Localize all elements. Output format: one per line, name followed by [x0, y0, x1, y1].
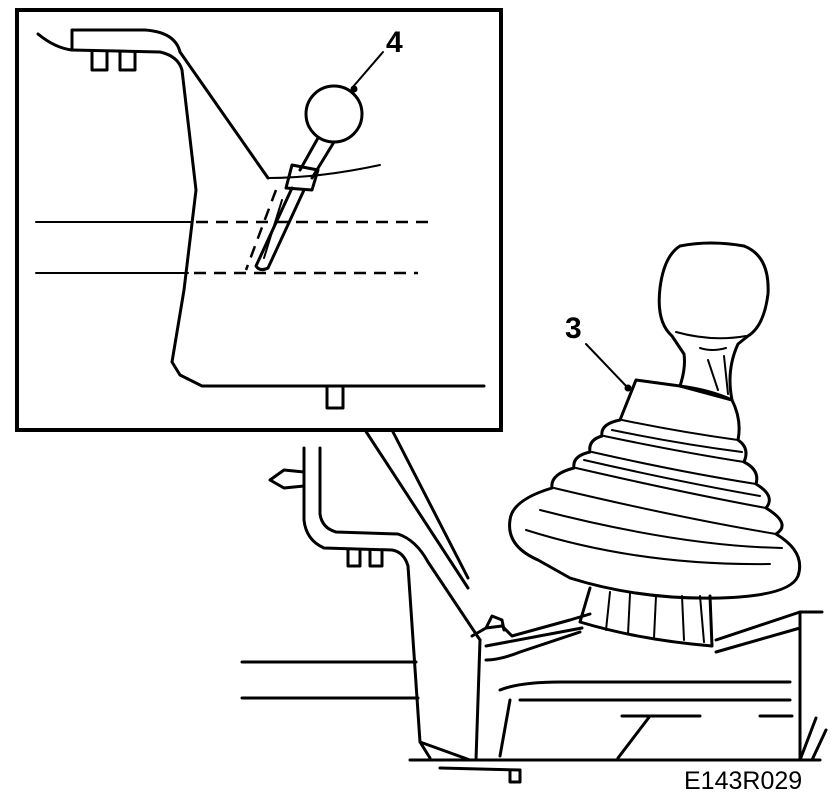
callout-4-leader — [351, 51, 384, 89]
boot-base-collar — [578, 586, 714, 648]
gear-lever-boot — [508, 378, 802, 600]
callout-4-label: 4 — [386, 26, 403, 59]
figure-code: E143R029 — [684, 767, 802, 795]
callout-4-dot — [350, 85, 358, 93]
gear-knob — [657, 241, 770, 402]
gauge-tool — [244, 84, 364, 272]
inset-frame — [15, 8, 503, 432]
callout-3-leader — [585, 343, 629, 389]
gear-shift-housing — [408, 610, 828, 784]
callout-3-label: 3 — [565, 312, 582, 345]
mounting-bracket — [302, 446, 482, 760]
inset-bracket — [36, 28, 486, 410]
locating-pin — [268, 468, 306, 490]
callout-3-dot — [624, 384, 632, 392]
detail-inset: 4 — [15, 8, 503, 432]
zoom-connector — [363, 428, 470, 590]
main-assembly: 3 — [240, 241, 828, 784]
